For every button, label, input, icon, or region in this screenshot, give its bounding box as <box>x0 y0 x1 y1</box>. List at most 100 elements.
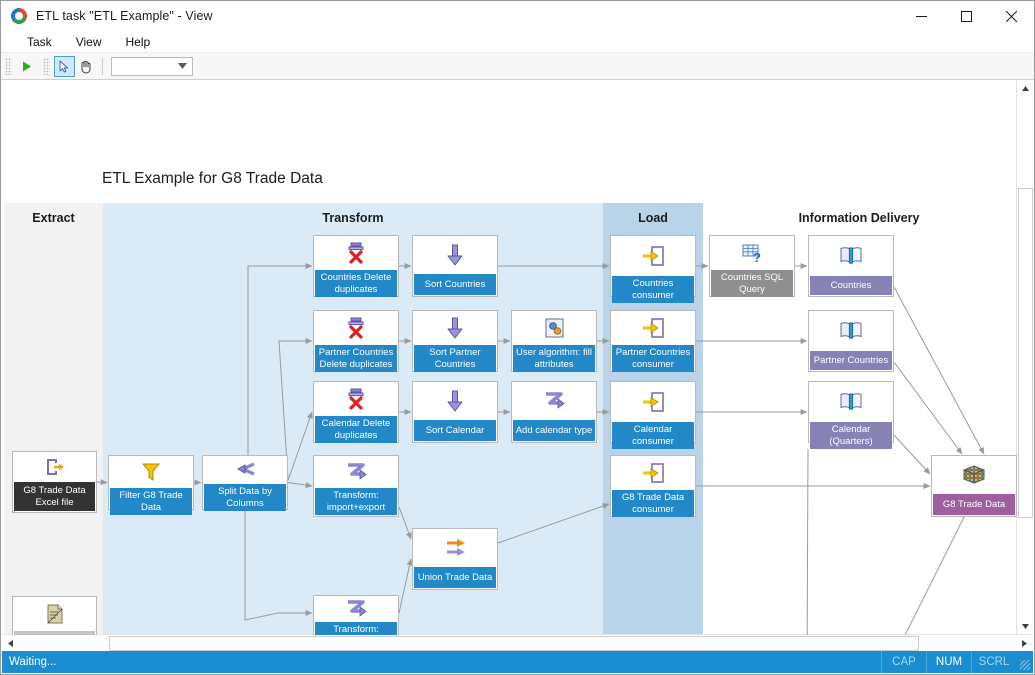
scroll-left-button[interactable] <box>2 635 19 652</box>
vertical-scrollbar[interactable] <box>1016 80 1034 635</box>
delete-dup-icon <box>348 317 364 339</box>
diagram-node-sortcal[interactable]: Sort Calendar <box>412 381 498 443</box>
diagram-node-calcons[interactable]: Calendar consumer <box>610 381 696 449</box>
scroll-down-button[interactable] <box>1017 618 1034 635</box>
node-label: Transform: import+export <box>315 488 397 515</box>
cube-icon <box>932 456 1016 494</box>
delete-dup-icon <box>314 382 398 416</box>
diagram-node-filter[interactable]: Filter G8 Trade Data <box>108 455 194 515</box>
etl-app-icon <box>10 7 28 25</box>
diagram-node-sortpc[interactable]: Sort Partner Countries <box>412 310 498 372</box>
consumer-icon <box>643 318 664 338</box>
toolbar-grip-2[interactable] <box>43 57 50 75</box>
node-label: Partner Countries consumer <box>612 345 694 372</box>
split-icon <box>236 462 255 476</box>
chevron-down-icon <box>178 63 187 69</box>
diagram-node-trimpexp[interactable]: Transform: import+export <box>313 455 399 517</box>
title-bar: ETL task "ETL Example" - View <box>1 1 1034 31</box>
menu-task[interactable]: Task <box>15 33 64 51</box>
menu-bar: Task View Help <box>1 31 1034 53</box>
transform-z-icon <box>314 456 398 488</box>
hand-icon <box>81 60 91 74</box>
node-label: Countries consumer <box>612 276 694 303</box>
diagram-node-union[interactable]: Union Trade Data <box>412 528 498 590</box>
diagram-node-ccons[interactable]: Countries consumer <box>610 235 696 303</box>
toolbar-separator <box>102 57 103 75</box>
book-icon <box>809 311 893 351</box>
node-label: Sort Calendar <box>414 420 496 441</box>
sort-down-icon <box>447 244 463 266</box>
diagram-node-g8data[interactable]: G8 Trade Data <box>931 455 1017 517</box>
consumer-icon <box>611 311 695 345</box>
diagram-node-etllog[interactable]: ETLLOG <box>12 596 97 635</box>
diagram-node-g8cons[interactable]: G8 Trade Data consumer <box>610 455 696 517</box>
diagram-node-cdd[interactable]: Countries Delete duplicates <box>313 235 399 297</box>
scroll-right-button[interactable] <box>1016 635 1033 652</box>
zoom-combo[interactable] <box>111 56 193 76</box>
node-label: G8 Trade Data consumer <box>612 490 694 517</box>
diagram-node-excel[interactable]: G8 Trade Data Excel file <box>12 451 97 513</box>
user-algorithm-icon <box>512 311 596 345</box>
status-cap: CAP <box>881 651 926 673</box>
log-file-icon <box>13 597 96 631</box>
status-scrl: SCRL <box>971 651 1016 673</box>
scroll-left-arrow <box>8 640 13 647</box>
horizontal-scroll-thumb[interactable] <box>109 636 919 651</box>
diagram-node-pcdd[interactable]: Partner Countries Delete duplicates <box>313 310 399 372</box>
delete-dup-icon <box>314 236 398 270</box>
node-label: G8 Trade Data Excel file <box>14 482 95 511</box>
transform-z-icon <box>314 596 398 622</box>
union-arrows-icon <box>413 529 497 567</box>
pointer-icon <box>59 60 68 72</box>
delete-dup-icon <box>348 242 364 264</box>
status-num: NUM <box>926 651 971 673</box>
node-label: Countries Delete duplicates <box>315 270 397 297</box>
resize-grip[interactable] <box>1016 651 1033 673</box>
diagram-node-sortc[interactable]: Sort Countries <box>412 235 498 297</box>
node-label: Add calendar type <box>513 420 595 441</box>
diagram-node-trconv[interactable]: Transform: convert Export from mln to bl… <box>313 595 399 635</box>
diagram-node-addcal[interactable]: Add calendar type <box>511 381 597 443</box>
swimlane-label-transform: Transform <box>322 211 384 225</box>
diagram-node-split[interactable]: Split Data by Columns <box>202 455 288 511</box>
consumer-icon <box>643 246 664 266</box>
toolbar <box>1 53 1034 80</box>
menu-help[interactable]: Help <box>113 33 162 51</box>
toolbar-grip[interactable] <box>5 57 12 75</box>
run-icon <box>23 61 31 71</box>
pan-tool-button[interactable] <box>75 56 96 77</box>
diagram-node-countries[interactable]: Countries <box>808 235 894 297</box>
node-label: ETLLOG <box>14 631 95 635</box>
run-button[interactable] <box>16 56 37 77</box>
consumer-icon <box>611 236 695 276</box>
excel-export-icon <box>46 459 64 475</box>
scroll-right-arrow <box>1022 640 1027 647</box>
horizontal-scrollbar[interactable] <box>2 634 1033 652</box>
diagram-node-calq[interactable]: Calendar (Quarters) <box>808 381 894 449</box>
swimlane-label-information-delivery: Information Delivery <box>798 211 920 225</box>
svg-text:?: ? <box>753 250 761 263</box>
funnel-icon <box>109 456 193 488</box>
node-label: Filter G8 Trade Data <box>110 488 192 515</box>
diagram-node-userfill[interactable]: User algorithm: fill attributes <box>511 310 597 372</box>
book-icon <box>809 382 893 422</box>
maximize-button[interactable] <box>944 1 989 31</box>
sql-query-icon: ? <box>710 236 794 270</box>
node-label: Calendar (Quarters) <box>810 422 892 449</box>
excel-export-icon <box>13 452 96 482</box>
diagram-node-caldd[interactable]: Calendar Delete duplicates <box>313 381 399 443</box>
scroll-down-arrow <box>1022 624 1029 629</box>
scroll-up-button[interactable] <box>1017 80 1034 97</box>
menu-view[interactable]: View <box>64 33 114 51</box>
diagram-node-sqlq[interactable]: ?Countries SQL Query <box>709 235 795 297</box>
union-arrows-icon <box>447 539 465 556</box>
pointer-tool-button[interactable] <box>54 55 75 77</box>
close-button[interactable] <box>989 1 1034 31</box>
diagram-node-pccons[interactable]: Partner Countries consumer <box>610 310 696 372</box>
vertical-scroll-thumb[interactable] <box>1018 188 1033 518</box>
diagram-node-partnerc[interactable]: Partner Countries <box>808 310 894 372</box>
minimize-button[interactable] <box>899 1 944 31</box>
